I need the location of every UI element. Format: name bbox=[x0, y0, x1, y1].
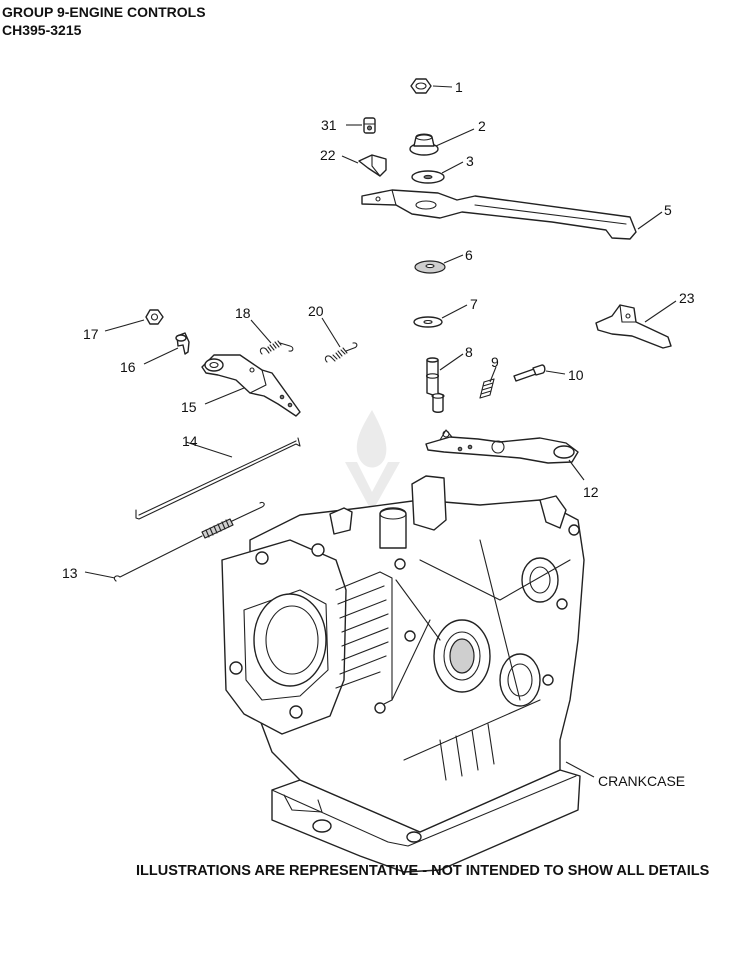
callout-16: 16 bbox=[120, 359, 136, 375]
disclaimer-footer: ILLUSTRATIONS ARE REPRESENTATIVE - NOT I… bbox=[136, 863, 710, 879]
callout-10: 10 bbox=[568, 367, 584, 383]
callout-20: 20 bbox=[308, 303, 324, 319]
part-17-nut: 17 bbox=[83, 309, 164, 342]
callout-6: 6 bbox=[465, 247, 473, 263]
part-23-bracket: 23 bbox=[595, 290, 695, 349]
part-10-bolt: 10 bbox=[513, 364, 584, 383]
part-1-hex-nut: 1 bbox=[410, 78, 463, 95]
callout-22: 22 bbox=[320, 147, 336, 163]
callout-3: 3 bbox=[466, 153, 474, 169]
part-20-spring: 20 bbox=[308, 303, 358, 363]
callout-14: 14 bbox=[182, 433, 198, 449]
crankcase-assembly: CRANKCASE bbox=[221, 475, 685, 873]
diagram-group-title: GROUP 9-ENGINE CONTROLS bbox=[2, 4, 206, 20]
callout-crankcase: CRANKCASE bbox=[598, 773, 685, 789]
part-31-fitting: 31 bbox=[321, 117, 376, 134]
callout-7: 7 bbox=[470, 296, 478, 312]
part-16-pin: 16 bbox=[120, 332, 190, 375]
callout-17: 17 bbox=[83, 326, 99, 342]
callout-15: 15 bbox=[181, 399, 197, 415]
callout-23: 23 bbox=[679, 290, 695, 306]
part-13-spring-rod: 13 bbox=[62, 501, 265, 582]
callout-5: 5 bbox=[664, 202, 672, 218]
diagram-model-number: CH395-3215 bbox=[2, 22, 82, 38]
callout-12: 12 bbox=[583, 484, 599, 500]
part-12-linkage-plate: 12 bbox=[425, 429, 599, 500]
part-14-governor-rod: 14 bbox=[135, 433, 301, 520]
part-7-washer: 7 bbox=[413, 296, 478, 328]
callout-9: 9 bbox=[491, 354, 499, 370]
part-5-governor-lever: 5 bbox=[361, 189, 672, 240]
part-8-governor-shaft: 8 bbox=[425, 344, 473, 413]
part-22-bracket: 22 bbox=[320, 147, 387, 177]
part-2-cap: 2 bbox=[409, 118, 486, 156]
callout-8: 8 bbox=[465, 344, 473, 360]
callout-2: 2 bbox=[478, 118, 486, 134]
callout-13: 13 bbox=[62, 565, 78, 581]
callout-18: 18 bbox=[235, 305, 251, 321]
part-3-washer: 3 bbox=[411, 153, 474, 184]
part-9-spring: 9 bbox=[479, 354, 499, 399]
part-6-washer: 6 bbox=[414, 247, 473, 274]
part-15-throttle-lever: 15 bbox=[181, 354, 301, 417]
watermark-logo bbox=[345, 410, 400, 512]
callout-1: 1 bbox=[455, 79, 463, 95]
part-18-spring: 18 bbox=[235, 305, 294, 355]
callout-31: 31 bbox=[321, 117, 337, 133]
